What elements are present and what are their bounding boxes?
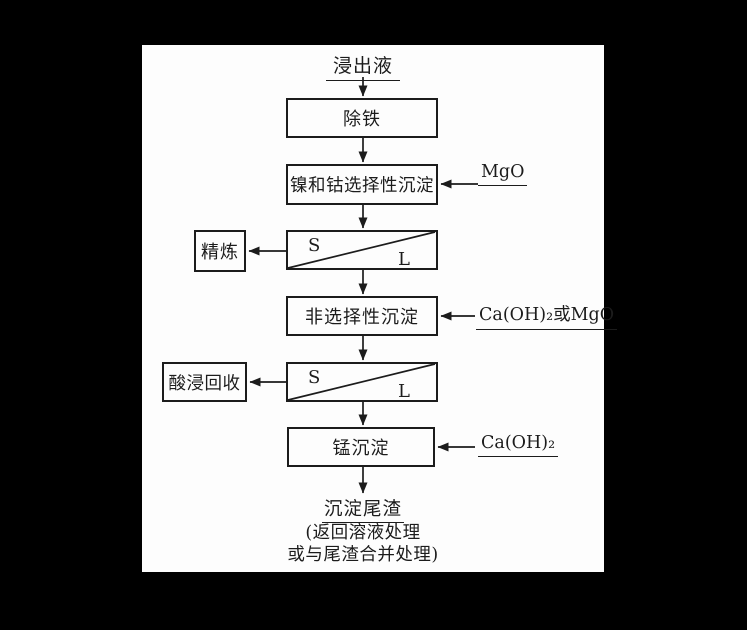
process-box-non-selective-precipitation: 非选择性沉淀 xyxy=(286,296,438,336)
sl2-solid-label: S xyxy=(308,367,321,388)
refining-label: 精炼 xyxy=(201,242,239,263)
nico-selective-label: 镍和钴选择性沉淀 xyxy=(290,176,434,196)
sl2-liquid-label: L xyxy=(398,381,410,402)
process-box-refining: 精炼 xyxy=(194,230,246,272)
residue-note-line1: (返回溶液处理 xyxy=(305,523,421,543)
reagent-caoh2-or-mgo-label: Ca(OH)₂或MgO xyxy=(476,301,618,330)
flowchart-panel: 浸出液 除铁 镍和钴选择性沉淀 S L 精炼 非选择性沉淀 S L 酸浸回收 锰… xyxy=(142,45,618,572)
process-box-acid-leach-recovery: 酸浸回收 xyxy=(162,362,247,402)
residue-note-line2: 或与尾渣合并处理) xyxy=(287,544,439,565)
sl1-solid-label: S xyxy=(308,235,321,256)
acid-leach-recovery-label: 酸浸回收 xyxy=(168,373,241,394)
residue-label: 沉淀尾渣 xyxy=(321,495,404,523)
non-selective-label: 非选择性沉淀 xyxy=(305,307,419,328)
flow-arrows-layer xyxy=(248,77,478,494)
solid-liquid-separator-1: S L xyxy=(286,230,438,270)
process-box-mn-precipitation: 锰沉淀 xyxy=(287,427,435,467)
reagent-mgo-label: MgO xyxy=(478,162,528,186)
solid-liquid-separator-2: S L xyxy=(286,362,438,402)
sl1-diagonal-divider xyxy=(287,231,436,269)
leach-solution-label: 浸出液 xyxy=(326,51,400,81)
iron-removal-label: 除铁 xyxy=(343,109,381,130)
reagent-caoh2-label: Ca(OH)₂ xyxy=(478,433,559,457)
mn-precipitation-label: 锰沉淀 xyxy=(332,438,390,459)
residue-output-block: 沉淀尾渣 (返回溶液处理 或与尾渣合并处理) xyxy=(217,495,509,566)
process-box-iron-removal: 除铁 xyxy=(286,98,438,138)
sl1-liquid-label: L xyxy=(398,249,410,270)
sl2-diagonal-divider xyxy=(287,363,436,401)
process-box-nico-selective-precipitation: 镍和钴选择性沉淀 xyxy=(286,164,438,205)
